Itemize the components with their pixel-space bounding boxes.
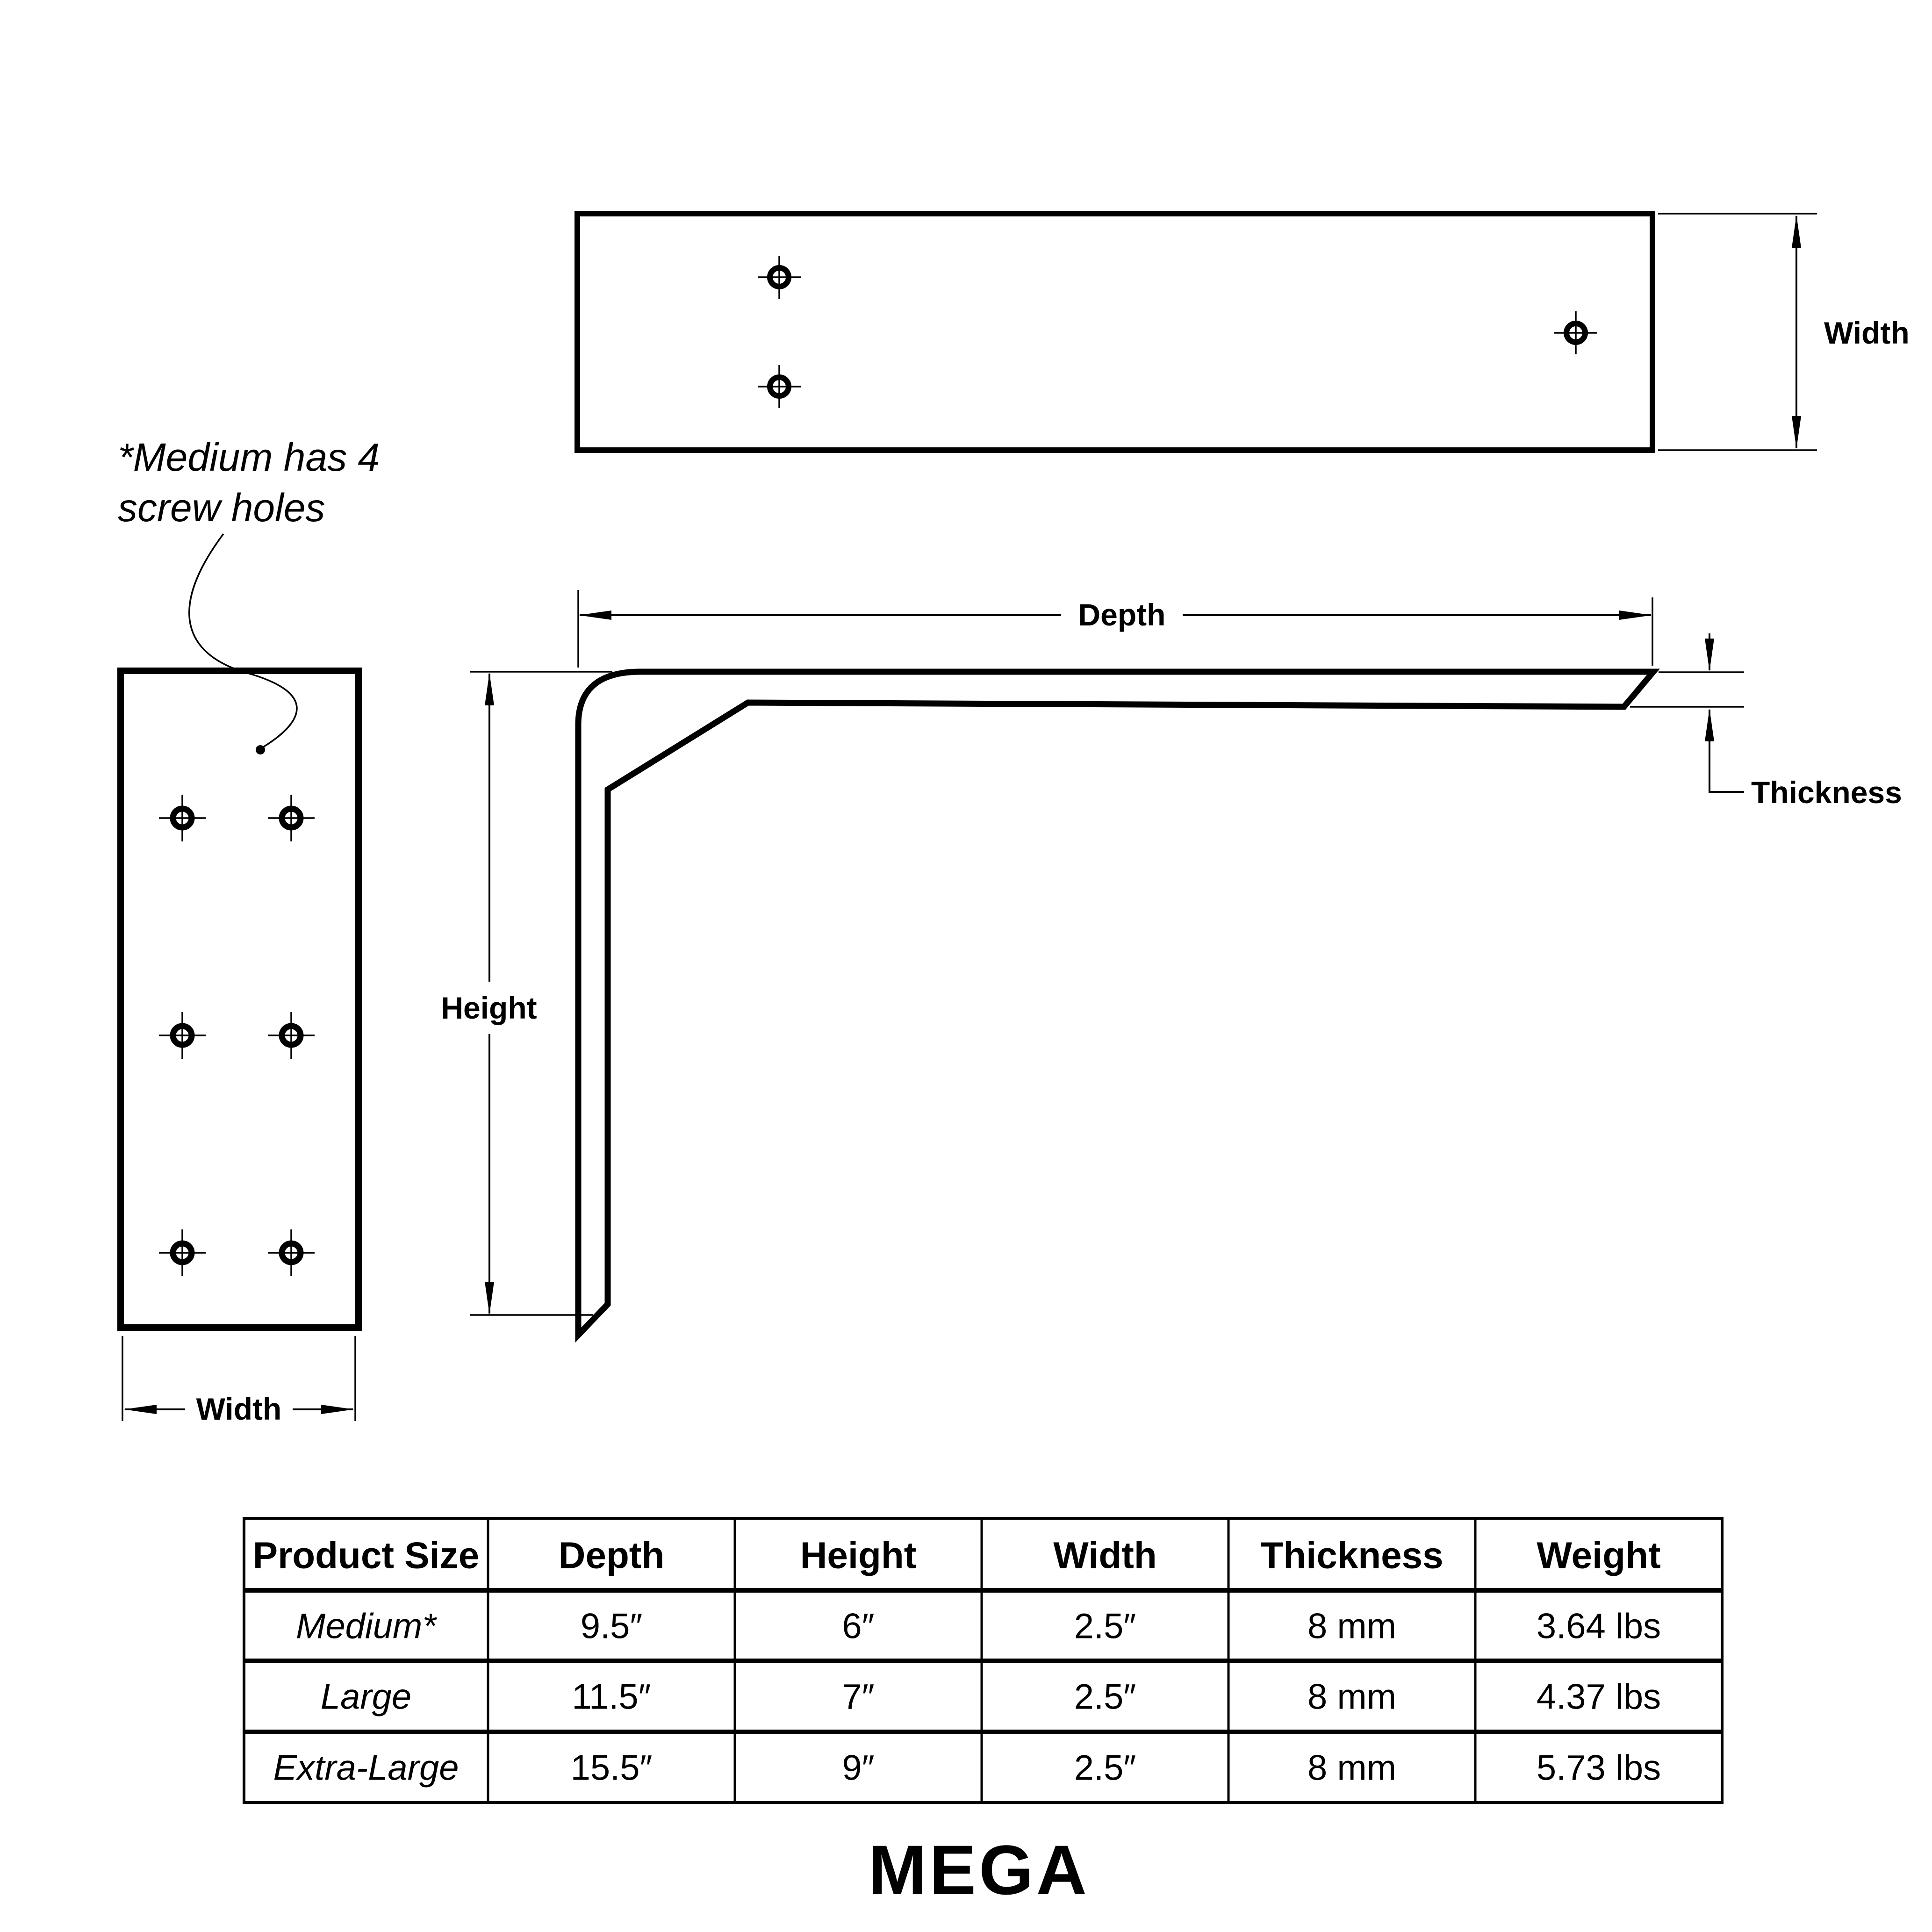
thickness-label: Thickness bbox=[1751, 775, 1902, 810]
table-cell: 2.5″ bbox=[1074, 1607, 1136, 1646]
spec-table: Product Size Depth Height Width Thicknes… bbox=[243, 1517, 1724, 1804]
table-header-cell: Width bbox=[1053, 1535, 1156, 1576]
screw-hole bbox=[1554, 311, 1597, 354]
table-cell: 9.5″ bbox=[581, 1607, 643, 1646]
top-view-outline bbox=[575, 211, 1655, 453]
table-cell: 8 mm bbox=[1307, 1607, 1396, 1646]
side-view bbox=[575, 668, 1660, 1343]
dimension-arrow-bottom bbox=[1705, 709, 1744, 793]
front-view-outline bbox=[117, 668, 362, 1331]
dimension-width-front: Width bbox=[122, 1336, 356, 1434]
top-view bbox=[575, 211, 1655, 453]
front-view bbox=[117, 668, 362, 1331]
screw-hole bbox=[159, 1012, 206, 1059]
label-backing bbox=[185, 1385, 293, 1434]
screw-hole bbox=[268, 795, 315, 841]
height-label: Height bbox=[441, 991, 537, 1025]
bracket-profile bbox=[575, 668, 1660, 1343]
product-title: MEGA bbox=[868, 1831, 1090, 1909]
dimension-thickness: Thickness bbox=[1630, 633, 1902, 810]
note-line-2: screw holes bbox=[118, 486, 325, 530]
width-label-front: Width bbox=[196, 1392, 282, 1426]
table-header-cell: Thickness bbox=[1260, 1535, 1443, 1576]
screw-hole bbox=[268, 1012, 315, 1059]
table-cell: Medium* bbox=[296, 1607, 437, 1646]
table-cell: 2.5″ bbox=[1074, 1677, 1136, 1717]
screw-hole bbox=[159, 795, 206, 841]
table-cell: 2.5″ bbox=[1074, 1748, 1136, 1788]
label-backing bbox=[431, 982, 547, 1034]
table-cell: 6″ bbox=[842, 1607, 874, 1646]
screw-hole bbox=[159, 1229, 206, 1276]
table-header-cell: Weight bbox=[1537, 1535, 1660, 1576]
table-cell: Large bbox=[321, 1677, 411, 1717]
table-cell: 8 mm bbox=[1307, 1748, 1396, 1788]
table-cell: Extra-Large bbox=[273, 1748, 459, 1788]
table-cell: 7″ bbox=[842, 1677, 874, 1717]
table-cell: 11.5″ bbox=[572, 1677, 651, 1717]
width-label-top: Width bbox=[1824, 316, 1910, 350]
dimension-depth: Depth bbox=[577, 590, 1653, 668]
table-cell: 5.73 lbs bbox=[1537, 1748, 1661, 1788]
table-cell: 15.5″ bbox=[571, 1748, 653, 1788]
table-cell: 8 mm bbox=[1307, 1677, 1396, 1717]
leader-dot bbox=[256, 745, 265, 754]
label-backing bbox=[1061, 591, 1183, 639]
depth-label: Depth bbox=[1078, 597, 1166, 632]
annotation-note: *Medium has 4 screw holes bbox=[118, 435, 380, 754]
dimension-height: Height bbox=[431, 671, 612, 1316]
table-cell: 4.37 lbs bbox=[1537, 1677, 1661, 1717]
leader-line bbox=[188, 533, 298, 749]
screw-hole bbox=[758, 256, 801, 299]
table-header-cell: Height bbox=[800, 1535, 917, 1576]
table-cell: 3.64 lbs bbox=[1537, 1607, 1661, 1646]
table-header-cell: Product Size bbox=[253, 1535, 480, 1576]
screw-hole bbox=[268, 1229, 315, 1276]
dimension-width-top: Width bbox=[1658, 213, 1910, 451]
screw-hole bbox=[758, 365, 801, 408]
note-line-1: *Medium has 4 bbox=[118, 435, 380, 479]
table-cell: 9″ bbox=[842, 1748, 874, 1788]
table-header-cell: Depth bbox=[559, 1535, 665, 1576]
